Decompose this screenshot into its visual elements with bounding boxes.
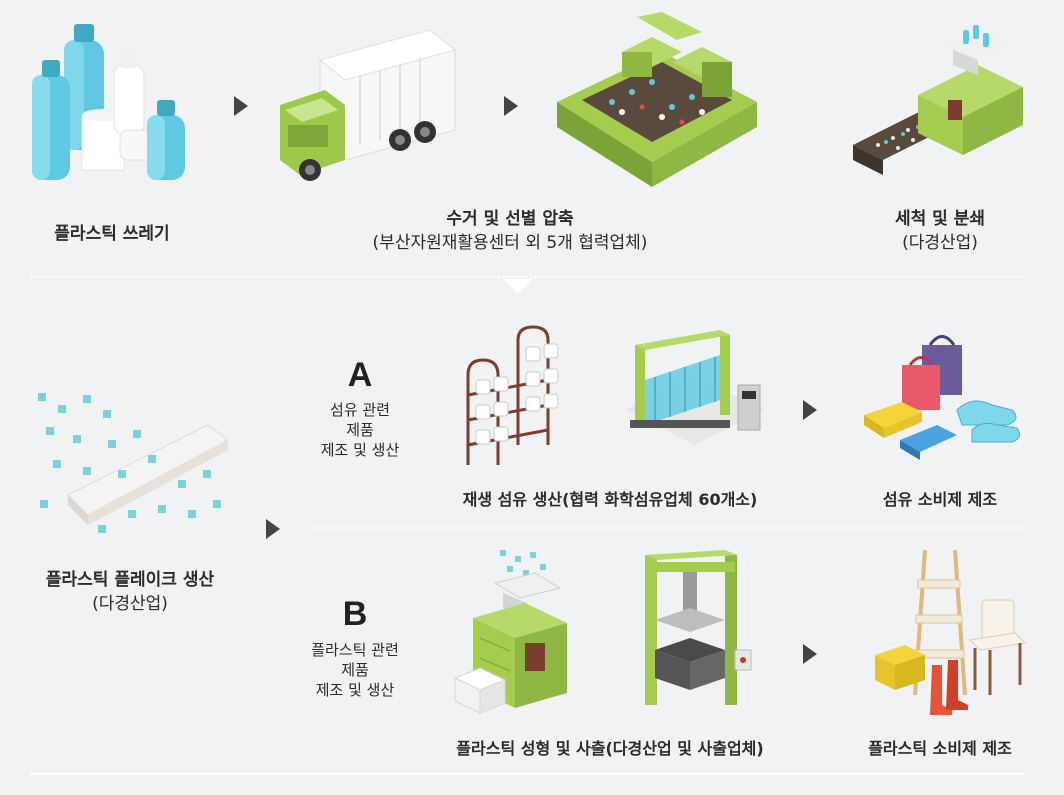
step-label-plastic-waste: 플라스틱 쓰레기 bbox=[22, 222, 202, 246]
product-label-a: 섬유 소비제 제조 bbox=[855, 488, 1025, 512]
injection-machine-icon bbox=[455, 548, 575, 718]
press-machine-icon bbox=[635, 550, 760, 715]
step-subtitle: (다경산업) bbox=[20, 592, 240, 616]
step-title: 플라스틱 쓰레기 bbox=[22, 222, 202, 246]
weaving-loom-icon bbox=[620, 325, 770, 465]
product-label-b: 플라스틱 소비제 제조 bbox=[845, 737, 1035, 761]
branch-a-letter: A bbox=[330, 356, 390, 395]
step-title: 세척 및 분쇄 bbox=[860, 207, 1020, 231]
branch-b-description: 플라스틱 관련 제품 제조 및 생산 bbox=[290, 640, 420, 700]
flow-arrow bbox=[803, 644, 817, 664]
flow-arrow bbox=[504, 96, 518, 116]
process-label-a: 재생 섬유 생산(협력 화학섬유업체 60개소) bbox=[425, 488, 795, 512]
garbage-truck-icon bbox=[280, 20, 470, 185]
plastic-flake-icon bbox=[28, 385, 243, 550]
step-title: 플라스틱 플레이크 생산 bbox=[20, 568, 240, 592]
furniture-products-icon bbox=[870, 545, 1030, 720]
branch-divider bbox=[310, 527, 1022, 529]
bottom-divider bbox=[30, 773, 1024, 775]
section-divider bbox=[30, 276, 1024, 278]
step-subtitle: (부산자원재활용센터 외 5개 협력업체) bbox=[300, 231, 720, 255]
down-arrow bbox=[503, 279, 533, 293]
textile-products-icon bbox=[862, 330, 1027, 470]
sorting-conveyor-icon bbox=[552, 12, 762, 192]
step-title: 수거 및 선별 압축 bbox=[300, 207, 720, 231]
flow-arrow bbox=[803, 400, 817, 420]
flow-arrow bbox=[266, 519, 280, 539]
washing-crusher-icon bbox=[848, 15, 1028, 195]
flow-arrow bbox=[234, 96, 248, 116]
step-subtitle: (다경산업) bbox=[860, 231, 1020, 255]
branch-b-letter: B bbox=[325, 595, 385, 634]
plastic-bottles-icon bbox=[22, 20, 202, 190]
step-label-washing: 세척 및 분쇄 (다경산업) bbox=[860, 207, 1020, 255]
process-label-b: 플라스틱 성형 및 사출(다경산업 및 사출업체) bbox=[420, 737, 800, 761]
yarn-spool-rack-icon bbox=[458, 325, 593, 470]
step-label-flake: 플라스틱 플레이크 생산 (다경산업) bbox=[20, 568, 240, 616]
branch-a-description: 섬유 관련 제품 제조 및 생산 bbox=[295, 400, 425, 460]
step-label-collection: 수거 및 선별 압축 (부산자원재활용센터 외 5개 협력업체) bbox=[300, 207, 720, 255]
